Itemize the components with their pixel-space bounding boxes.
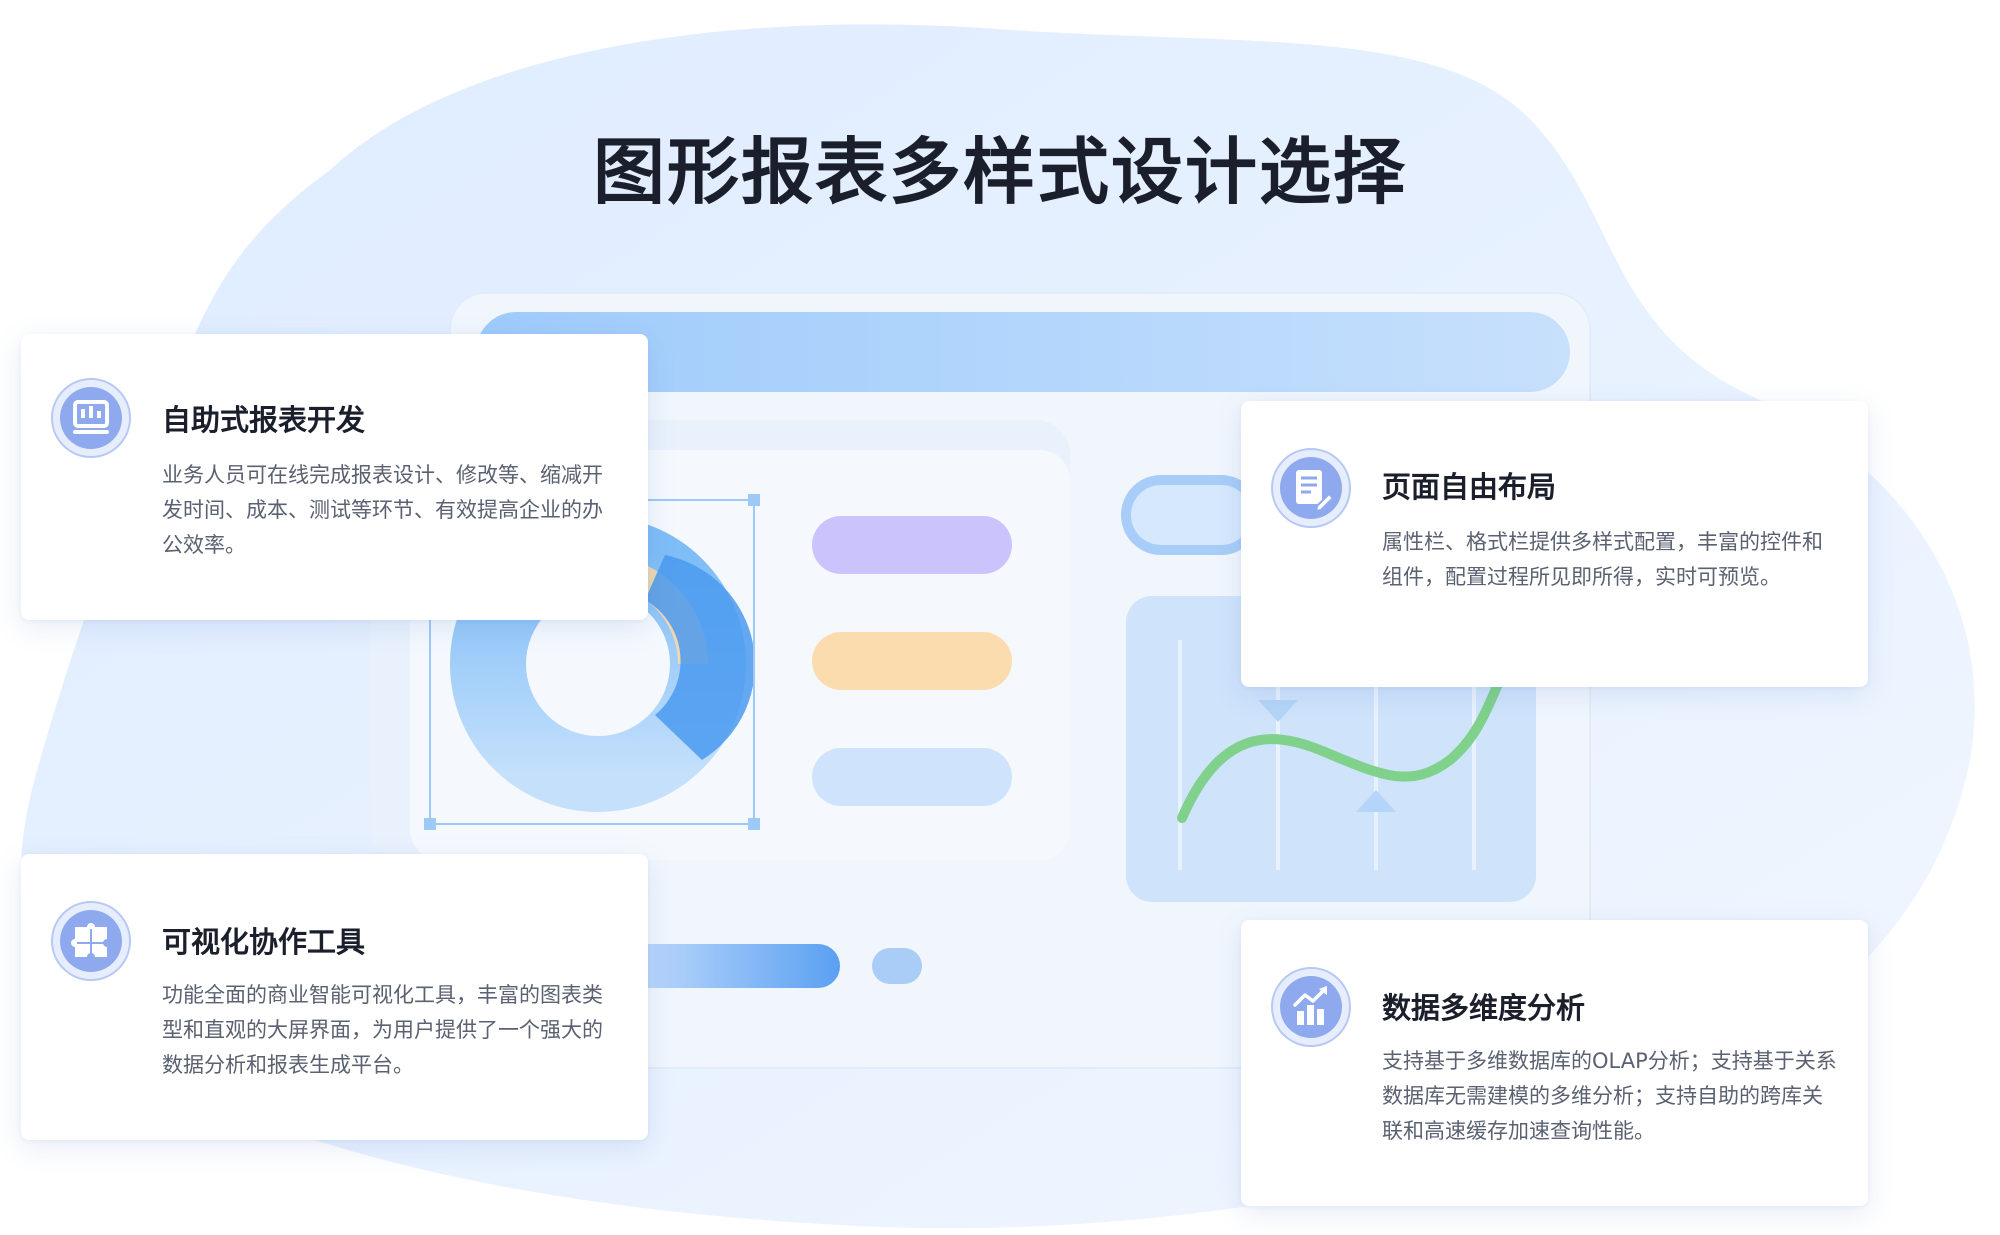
document-edit-icon <box>1271 448 1351 528</box>
progress-dot-shape <box>872 948 922 984</box>
toggle-shape <box>1121 475 1261 555</box>
feature-description: 业务人员可在线完成报表设计、修改等、缩减开发时间、成本、测试等环节、有效提高企业… <box>162 463 603 557</box>
donut-segment-blue <box>645 555 755 760</box>
chart-marker <box>1258 700 1298 722</box>
selection-handle <box>748 818 760 830</box>
puzzle-icon <box>51 901 131 981</box>
feature-card-self-service-report: 自助式报表开发 业务人员可在线完成报表设计、修改等、缩减开发时间、成本、测试等环… <box>21 334 648 620</box>
selection-handle <box>424 818 436 830</box>
legend-pill-purple <box>812 516 1012 574</box>
feature-card-free-layout: 页面自由布局 属性栏、格式栏提供多样式配置，丰富的控件和组件，配置过程所见即所得… <box>1241 401 1868 687</box>
feature-card-multidimensional-analysis: 数据多维度分析 支持基于多维数据库的OLAP分析；支持基于关系数据库无需建模的多… <box>1241 920 1868 1206</box>
bar-chart-trend-icon <box>1271 967 1351 1047</box>
feature-card-visual-collaboration: 可视化协作工具 功能全面的商业智能可视化工具，丰富的图表类型和直观的大屏界面，为… <box>21 854 648 1140</box>
feature-title: 自助式报表开发 <box>162 403 366 437</box>
legend-pill-orange <box>812 632 1012 690</box>
progress-bar-shape <box>600 944 840 988</box>
legend-pill-blue <box>812 748 1012 806</box>
chart-marker <box>1356 790 1396 812</box>
feature-description: 支持基于多维数据库的OLAP分析；支持基于关系数据库无需建模的多维分析；支持自助… <box>1382 1049 1837 1143</box>
selection-handle <box>748 494 760 506</box>
dashboard-screen-icon <box>51 378 131 458</box>
feature-description: 属性栏、格式栏提供多样式配置，丰富的控件和组件，配置过程所见即所得，实时可预览。 <box>1382 530 1823 589</box>
page-title: 图形报表多样式设计选择 <box>592 130 1407 214</box>
feature-description: 功能全面的商业智能可视化工具，丰富的图表类型和直观的大屏界面，为用户提供了一个强… <box>162 983 603 1077</box>
header-bar-shape <box>476 312 1570 392</box>
feature-title: 页面自由布局 <box>1382 470 1557 504</box>
feature-title: 可视化协作工具 <box>162 925 366 959</box>
feature-title: 数据多维度分析 <box>1382 991 1586 1025</box>
trend-line <box>1177 675 1505 823</box>
